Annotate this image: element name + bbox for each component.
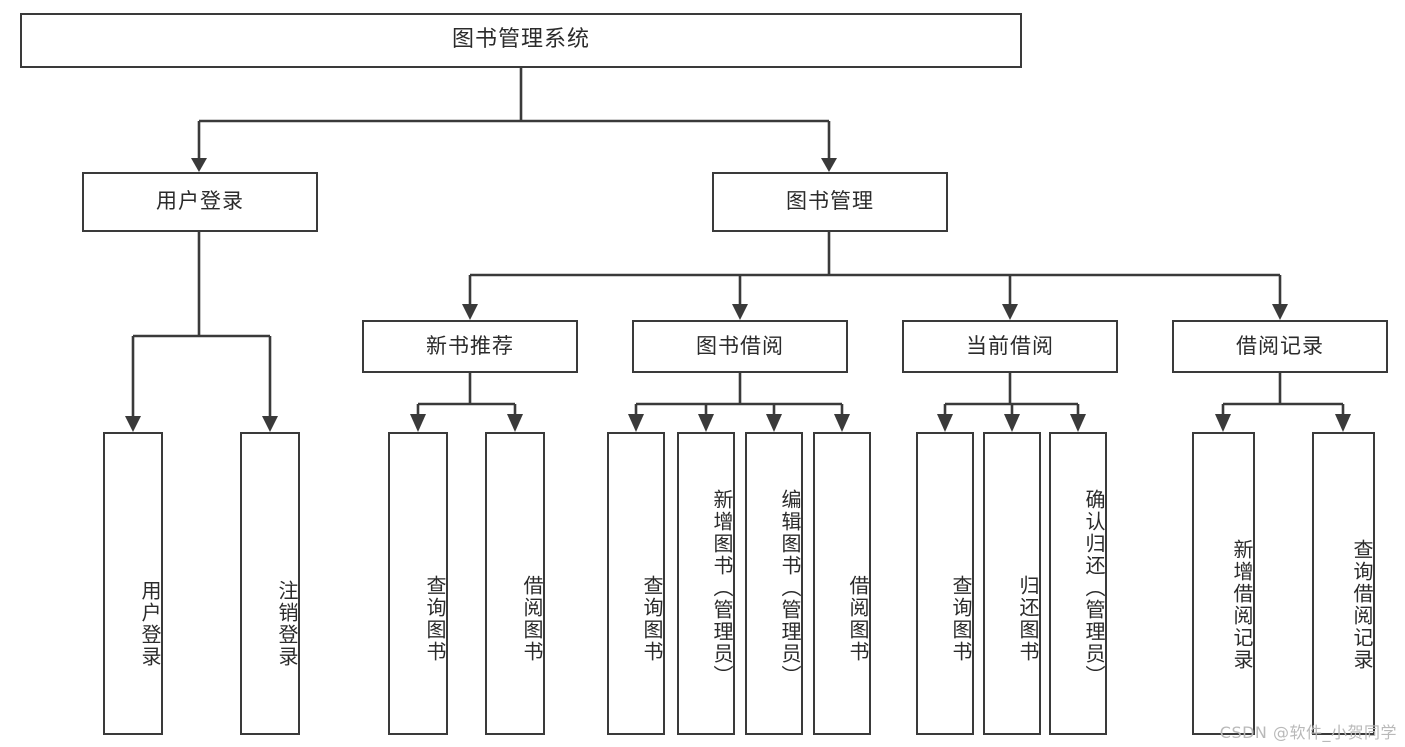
leaf-book-borrow-borrow[interactable]: 借阅图书 (813, 432, 871, 735)
leaf-current-borrow-query[interactable]: 查询图书 (916, 432, 974, 735)
leaf-user-login-logout[interactable]: 注销登录 (240, 432, 300, 735)
node-borrow-record[interactable]: 借阅记录 (1172, 320, 1388, 373)
leaf-user-login-login[interactable]: 用户登录 (103, 432, 163, 735)
arrow-borrow-record-leaf-1 (1215, 414, 1231, 432)
arrow-current-borrow-leaf-3 (1070, 414, 1086, 432)
arrow-root-to-user-login (191, 158, 207, 172)
leaf-borrow-record-query[interactable]: 查询借阅记录 (1312, 432, 1375, 735)
node-current-borrow[interactable]: 当前借阅 (902, 320, 1118, 373)
leaf-book-borrow-add-admin[interactable]: 新增图书（管理员） (677, 432, 735, 735)
leaf-new-book-borrow[interactable]: 借阅图书 (485, 432, 545, 735)
node-book-management[interactable]: 图书管理 (712, 172, 948, 232)
node-user-login[interactable]: 用户登录 (82, 172, 318, 232)
arrow-book-borrow-leaf-2 (698, 414, 714, 432)
arrow-new-book-leaf-1 (410, 414, 426, 432)
node-root-system[interactable]: 图书管理系统 (20, 13, 1022, 68)
arrow-new-book-leaf-2 (507, 414, 523, 432)
arrow-book-borrow-leaf-4 (834, 414, 850, 432)
arrow-root-to-book-mgmt (821, 158, 837, 172)
leaf-current-borrow-confirm-admin[interactable]: 确认归还（管理员） (1049, 432, 1107, 735)
arrow-book-mgmt-to-new-book (462, 304, 478, 320)
arrow-current-borrow-leaf-2 (1004, 414, 1020, 432)
leaf-borrow-record-add[interactable]: 新增借阅记录 (1192, 432, 1255, 735)
leaf-current-borrow-return[interactable]: 归还图书 (983, 432, 1041, 735)
arrow-current-borrow-leaf-1 (937, 414, 953, 432)
leaf-book-borrow-query[interactable]: 查询图书 (607, 432, 665, 735)
arrow-user-login-leaf-2 (262, 416, 278, 432)
arrow-book-borrow-leaf-1 (628, 414, 644, 432)
node-new-book-recommend[interactable]: 新书推荐 (362, 320, 578, 373)
arrow-user-login-leaf-1 (125, 416, 141, 432)
arrow-book-borrow-leaf-3 (766, 414, 782, 432)
arrow-book-mgmt-to-current-borrow (1002, 304, 1018, 320)
arrow-book-mgmt-to-borrow-record (1272, 304, 1288, 320)
leaf-new-book-query[interactable]: 查询图书 (388, 432, 448, 735)
leaf-book-borrow-edit-admin[interactable]: 编辑图书（管理员） (745, 432, 803, 735)
arrow-book-mgmt-to-book-borrow (732, 304, 748, 320)
arrow-borrow-record-leaf-2 (1335, 414, 1351, 432)
node-book-borrow[interactable]: 图书借阅 (632, 320, 848, 373)
